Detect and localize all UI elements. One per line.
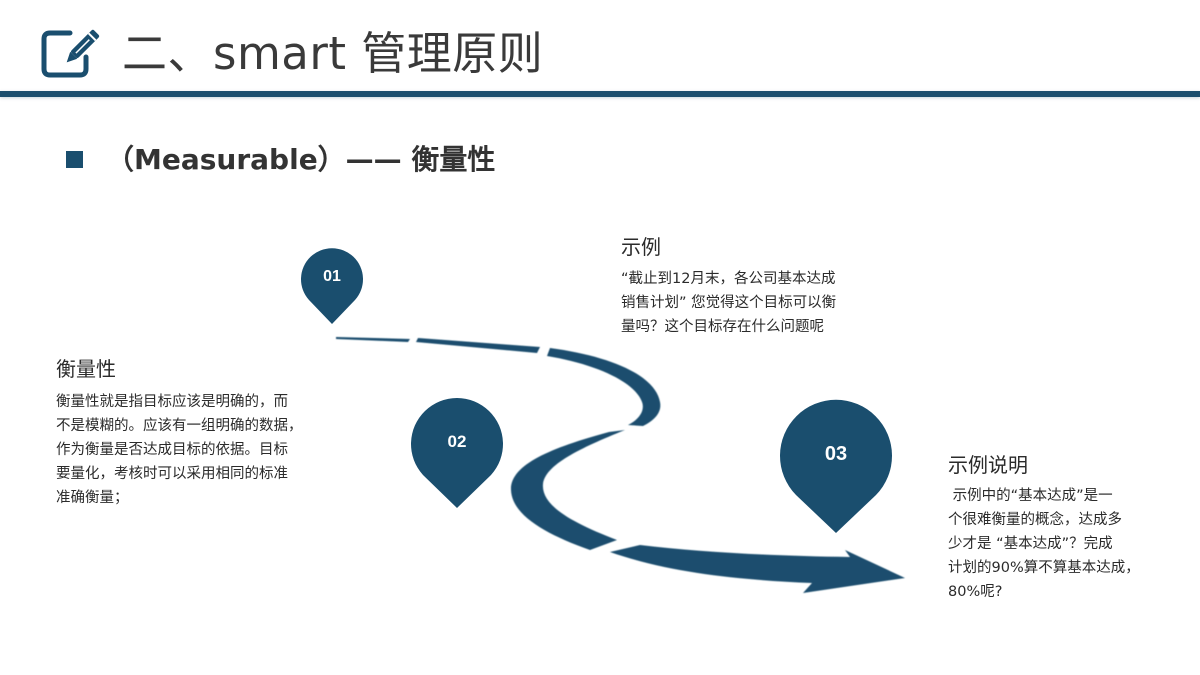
text-line: 量吗？这个目标存在什么问题呢 [621, 319, 824, 335]
step-number: 02 [447, 432, 467, 451]
step-marker-03: 03 [779, 398, 893, 535]
step-number: 03 [824, 443, 848, 465]
definition-title: 衡量性 [56, 357, 116, 381]
text-line: 计划的90%算不算基本达成， [948, 560, 1140, 576]
definition-text: 衡量性就是指目标应该是明确的，而 不是模糊的。应该有一组明确的数据， 作为衡量是… [56, 390, 303, 510]
square-bullet-icon [66, 151, 83, 168]
section-heading: （Measurable）—— 衡量性 [106, 143, 496, 176]
step-number: 01 [323, 268, 341, 285]
explanation-text: 示例中的“基本达成”是一 个很难衡量的概念，达成多 少才是 “基本达成”？完成 … [948, 484, 1140, 604]
text-line: 销售计划” 您觉得这个目标可以衡 [621, 295, 837, 311]
text-line: 作为衡量是否达成目标的依据。目标 [56, 442, 288, 458]
step-marker-01: 01 [300, 246, 364, 326]
step-marker-02: 02 [410, 395, 504, 510]
text-line: 要量化，考核时可以采用相同的标准 [56, 466, 288, 482]
header-divider [0, 91, 1200, 97]
text-line: 衡量性就是指目标应该是明确的，而 [56, 394, 288, 410]
explanation-title: 示例说明 [948, 453, 1028, 477]
text-line: 准确衡量； [56, 490, 129, 506]
text-line: 80%呢? [948, 584, 1003, 600]
example-title: 示例 [621, 235, 661, 259]
page-title: 二、smart 管理原则 [122, 27, 544, 80]
text-line: 示例中的“基本达成”是一 [948, 488, 1113, 504]
text-line: 少才是 “基本达成”？完成 [948, 536, 1113, 552]
example-text: “截止到12月末，各公司基本达成 销售计划” 您觉得这个目标可以衡 量吗？这个目… [621, 267, 836, 339]
text-line: 不是模糊的。应该有一组明确的数据， [56, 418, 303, 434]
text-line: “截止到12月末，各公司基本达成 [621, 271, 836, 287]
edit-pencil-square-icon [40, 27, 106, 79]
text-line: 个很难衡量的概念，达成多 [948, 512, 1122, 528]
